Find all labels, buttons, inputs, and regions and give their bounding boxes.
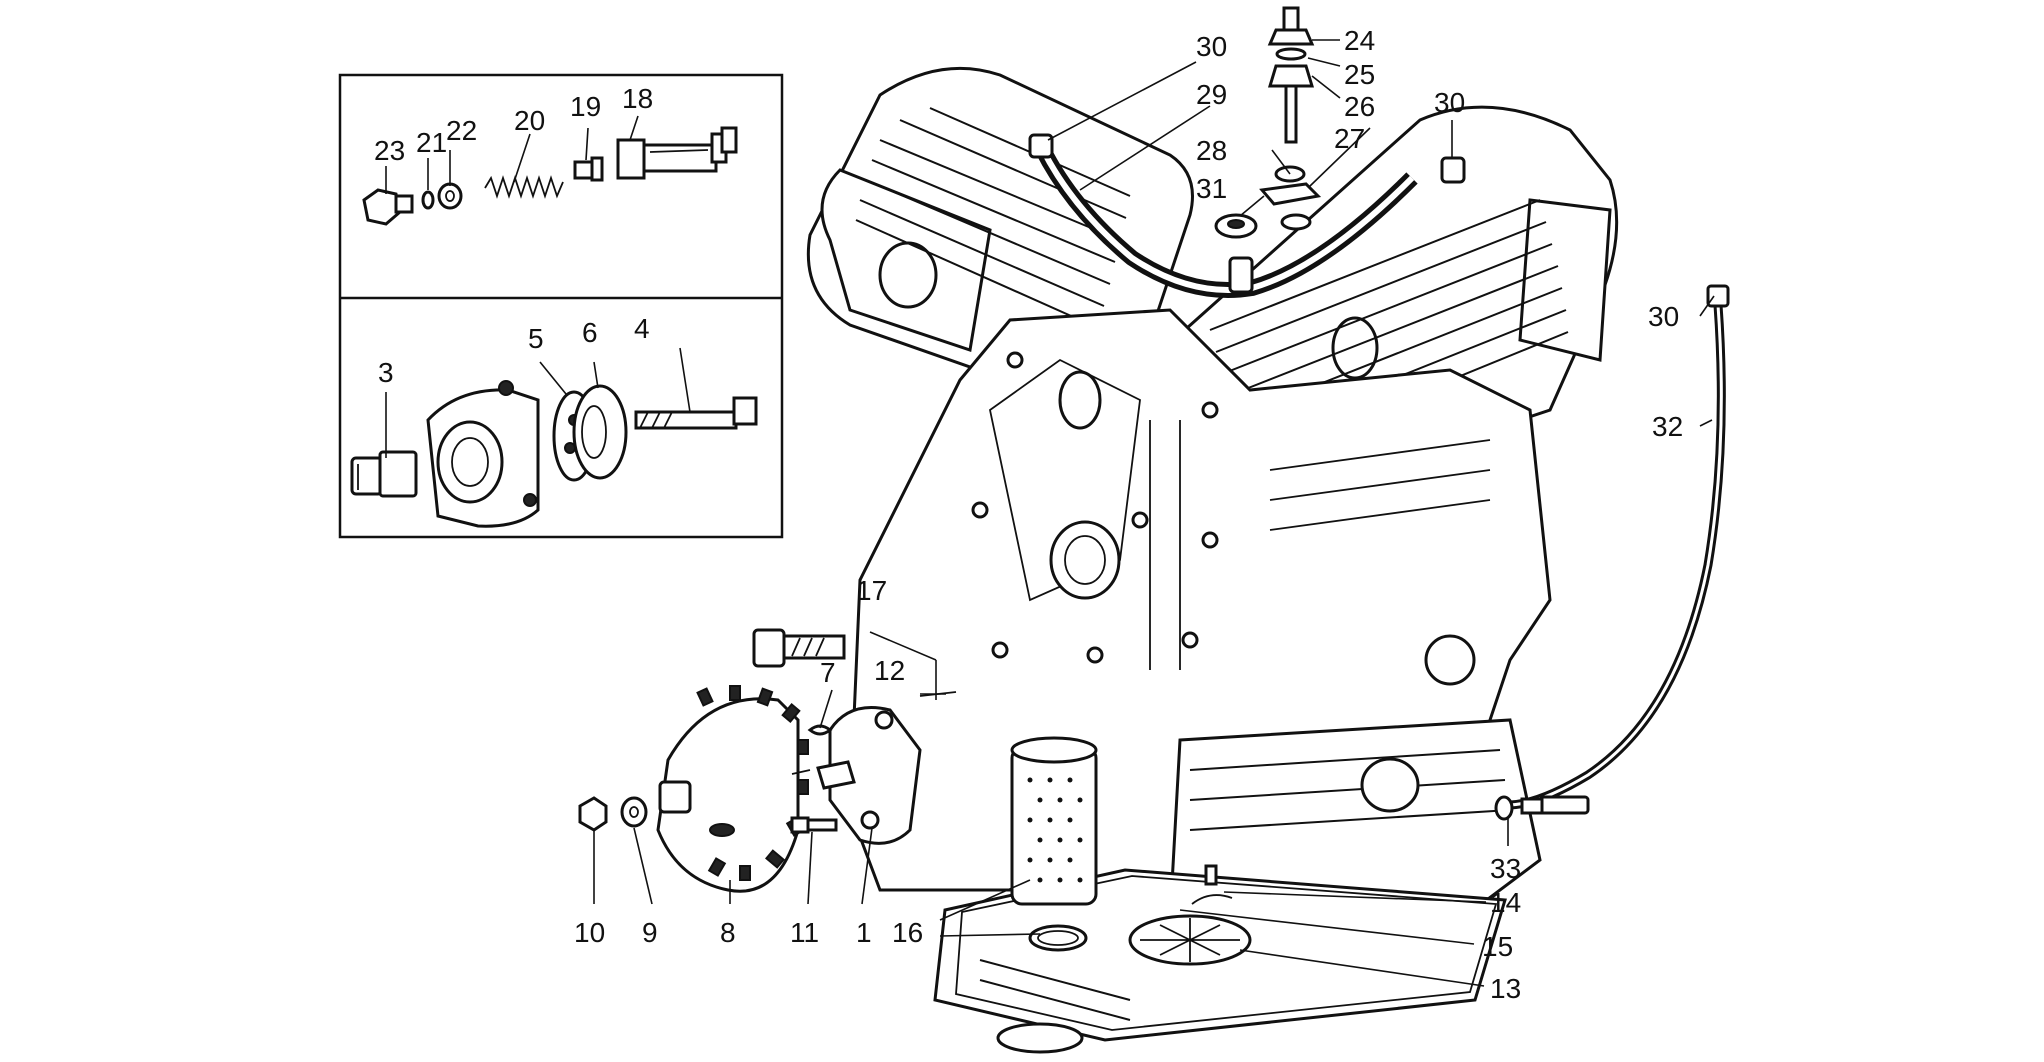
callout-11: 11 bbox=[790, 917, 819, 948]
callout-26: 26 bbox=[1344, 91, 1375, 122]
washer-21 bbox=[421, 190, 435, 210]
callout-7: 7 bbox=[820, 657, 836, 688]
key-7 bbox=[807, 724, 833, 736]
pump-shaft-4 bbox=[634, 396, 758, 430]
callout-22: 22 bbox=[446, 115, 477, 146]
callout-16: 16 bbox=[892, 917, 923, 948]
callout-9: 9 bbox=[642, 917, 658, 948]
washer-25 bbox=[1275, 47, 1307, 61]
oil-pipe-29 bbox=[1028, 133, 1466, 298]
callout-4: 4 bbox=[634, 313, 650, 344]
callout-1: 1 bbox=[856, 917, 872, 948]
callout-6: 6 bbox=[582, 317, 598, 348]
callout-25: 25 bbox=[1344, 59, 1375, 90]
callout-15: 15 bbox=[1482, 931, 1513, 962]
bolt-17 bbox=[752, 628, 846, 668]
washer-22 bbox=[437, 182, 463, 210]
small-parts bbox=[578, 691, 957, 834]
callout-30-right: 30 bbox=[1434, 87, 1465, 118]
leader-lines bbox=[385, 39, 1715, 987]
callout-13: 13 bbox=[1490, 973, 1521, 1004]
pump-body bbox=[426, 380, 540, 528]
washer-9 bbox=[620, 796, 648, 828]
screw-11 bbox=[790, 816, 838, 834]
timing-gear-8 bbox=[656, 685, 809, 893]
relief-valve-assembly bbox=[362, 126, 738, 226]
callout-32: 32 bbox=[1652, 411, 1683, 442]
callout-8: 8 bbox=[720, 917, 736, 948]
crankcase bbox=[848, 308, 1552, 922]
screw-14 bbox=[1204, 864, 1218, 886]
pump-cover-1 bbox=[791, 706, 922, 845]
callout-28: 28 bbox=[1196, 135, 1227, 166]
valve-body-18 bbox=[616, 126, 738, 180]
filter-mesh-dots bbox=[1027, 777, 1083, 883]
washer-33 bbox=[1494, 795, 1514, 821]
callout-24: 24 bbox=[1344, 25, 1375, 56]
callout-labels: 23 21 22 20 19 18 3 5 6 4 30 29 24 25 26… bbox=[374, 25, 1683, 1004]
callout-21: 21 bbox=[416, 127, 447, 158]
oil-filter-16 bbox=[996, 736, 1098, 1054]
callout-14: 14 bbox=[1490, 887, 1521, 918]
nut-10 bbox=[578, 796, 608, 832]
banjo-right-30 bbox=[1440, 156, 1466, 184]
callout-20: 20 bbox=[514, 105, 545, 136]
plug-bolt-23 bbox=[362, 188, 414, 226]
spring-20 bbox=[484, 175, 564, 199]
callout-19: 19 bbox=[570, 91, 601, 122]
external-oil-line-32 bbox=[1494, 284, 1730, 821]
callout-17: 17 bbox=[856, 575, 887, 606]
callout-5: 5 bbox=[528, 323, 544, 354]
callout-23: 23 bbox=[374, 135, 405, 166]
callout-18: 18 bbox=[622, 83, 653, 114]
bracket-27 bbox=[1259, 182, 1322, 206]
switch-terminal-24 bbox=[1282, 6, 1300, 32]
banjo-left-30 bbox=[1028, 133, 1054, 159]
callout-33: 33 bbox=[1490, 853, 1521, 884]
callout-10: 10 bbox=[574, 917, 605, 948]
tee-fitting bbox=[1228, 256, 1254, 294]
lock-plate-15 bbox=[1191, 894, 1233, 905]
pressure-switch-stack bbox=[1214, 6, 1322, 239]
valve-piston-19 bbox=[573, 156, 604, 182]
callout-27: 27 bbox=[1334, 123, 1365, 154]
callout-3: 3 bbox=[378, 357, 394, 388]
oil-pump-assembly bbox=[350, 380, 758, 528]
callout-30-top: 30 bbox=[1196, 31, 1227, 62]
fitting-3 bbox=[350, 450, 418, 498]
strainer-13 bbox=[1128, 864, 1252, 966]
switch-26 bbox=[1267, 64, 1315, 88]
filter-ring bbox=[1028, 924, 1088, 952]
callout-12: 12 bbox=[874, 655, 905, 686]
crankcase-bolts bbox=[971, 351, 1219, 664]
callout-31: 31 bbox=[1196, 173, 1227, 204]
callout-30-line: 30 bbox=[1648, 301, 1679, 332]
filter-clamp bbox=[996, 1022, 1084, 1054]
callout-29: 29 bbox=[1196, 79, 1227, 110]
pump-gear-6 bbox=[572, 384, 628, 480]
left-cylinder-fins bbox=[855, 107, 1131, 329]
